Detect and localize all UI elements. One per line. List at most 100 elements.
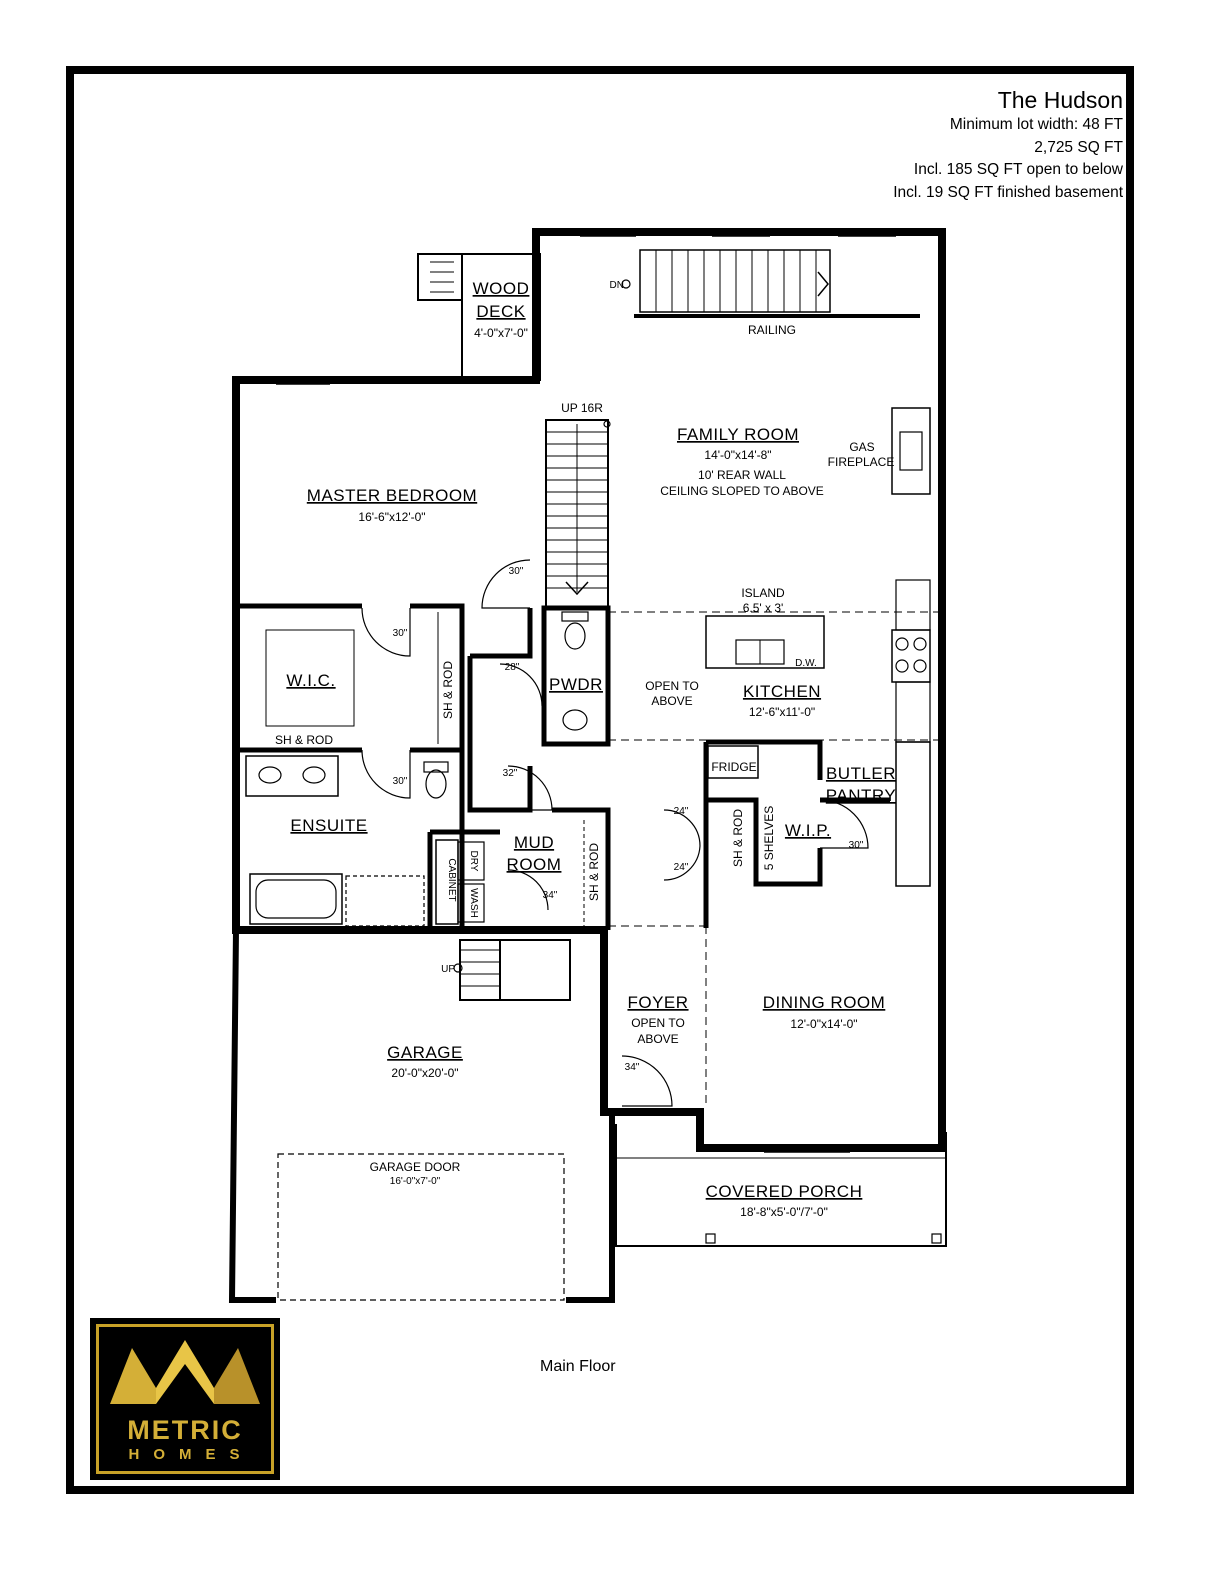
wic-side-shelf-label: SH & ROD [441, 661, 455, 719]
wic-label: W.I.C. [286, 671, 335, 690]
fridge-label: FRIDGE [711, 760, 756, 774]
plan-title: The Hudson [997, 87, 1123, 113]
kitchen-label: KITCHEN [743, 682, 821, 701]
fridge [707, 745, 759, 779]
logo-mark [110, 1340, 260, 1404]
basement-note: Incl. 19 SQ FT finished basement [893, 183, 1123, 201]
square-footage: 2,725 SQ FT [1034, 138, 1123, 156]
foyer-above-label: ABOVE [637, 1032, 678, 1046]
wic-shelving [265, 629, 355, 727]
mud-cabinet [435, 839, 459, 925]
dining-room-label: DINING ROOM [763, 993, 886, 1012]
master-bedroom-label: MASTER BEDROOM [307, 486, 477, 505]
butler-label-2: PANTRY [826, 786, 896, 805]
pwdr-toilet [564, 622, 586, 650]
mud-rod-label: SH & ROD [587, 843, 601, 901]
kitchen-above-label: ABOVE [651, 694, 692, 708]
porch-outline [615, 1124, 947, 1247]
exterior-wall [232, 228, 946, 1152]
logo-word-metric: METRIC [127, 1415, 243, 1445]
foyer-open-label: OPEN TO [631, 1016, 685, 1030]
garage-label: GARAGE [387, 1043, 463, 1062]
floor-caption: Main Floor [540, 1358, 616, 1375]
garage-door-label: GARAGE DOOR [370, 1160, 461, 1174]
door-width-label: 30" [509, 566, 524, 577]
wic-wall [236, 603, 465, 753]
family-room-label: FAMILY ROOM [677, 425, 799, 444]
butler-label-1: BUTLER [826, 764, 896, 783]
family-room-note-1: 10' REAR WALL [698, 468, 786, 482]
wip-rod-label: SH & ROD [731, 809, 745, 867]
master-bedroom-size: 16'-6"x12'-0" [358, 510, 425, 524]
plan-header: The Hudson Minimum lot width: 48 FT 2,72… [893, 86, 1123, 204]
porch-post [931, 1233, 942, 1244]
door-width-label: 30" [393, 628, 408, 639]
dining-room-size: 12'-0"x14'-0" [790, 1017, 857, 1031]
pantry-wall [703, 739, 823, 928]
door-width-label: 24" [674, 806, 689, 817]
washer [457, 883, 485, 923]
washer-label: WASH [468, 888, 479, 918]
rear-stairs [639, 249, 831, 313]
gas-label: GAS [849, 440, 874, 454]
kitchen-open-label: OPEN TO [645, 679, 699, 693]
fireplace-label: FIREPLACE [828, 455, 895, 469]
fireplace [891, 407, 931, 495]
door-width-label: 28" [505, 662, 520, 673]
door-width-label: 30" [393, 776, 408, 787]
open-to-below-note: Incl. 185 SQ FT open to below [913, 161, 1123, 178]
wood-deck-outline [461, 253, 541, 381]
shower [345, 875, 425, 927]
kitchen-size: 12'-6"x11'-0" [749, 705, 815, 719]
wic-shelf-label: SH & ROD [275, 733, 333, 747]
foyer-label: FOYER [627, 993, 688, 1012]
kitchen-island [705, 615, 825, 669]
ensuite-label: ENSUITE [290, 816, 367, 835]
garage-stairs [459, 939, 501, 1001]
family-room-note-2: CEILING SLOPED TO ABOVE [660, 484, 824, 498]
door-width-label: 24" [674, 862, 689, 873]
wip-label: W.I.P. [785, 821, 831, 840]
mud-label-1: MUD [514, 833, 554, 852]
cooktop [891, 629, 931, 683]
butler-counter [895, 741, 931, 887]
garage-door-outline [277, 1153, 565, 1301]
stairs-up-label: UP 16R [561, 401, 603, 415]
garage-wall [228, 929, 615, 1303]
wood-deck-label-2: DECK [476, 302, 525, 321]
lot-width: Minimum lot width: 48 FT [949, 116, 1123, 133]
island-size: 6.5' x 3' [743, 601, 784, 615]
wood-deck-size: 4'-0"x7'-0" [474, 326, 528, 340]
pwdr-sink [562, 709, 588, 731]
porch-post [705, 1233, 716, 1244]
logo-word-homes: HOMES [128, 1446, 254, 1463]
toilet [425, 769, 447, 799]
door-width-label: 30" [849, 840, 864, 851]
bathtub [249, 873, 343, 925]
door-width-label: 34" [625, 1062, 640, 1073]
railing-label: RAILING [748, 323, 796, 337]
garage-door-size: 16'-0"x7'-0" [390, 1176, 441, 1187]
double-vanity [245, 755, 339, 797]
wip-shelves-label: 5 SHELVES [762, 806, 776, 870]
mud-label-2: ROOM [507, 855, 562, 874]
garage-size: 20'-0"x20'-0" [391, 1066, 458, 1080]
cabinet-label: CABINET [446, 858, 457, 901]
covered-porch-size: 18'-8"x5'-0"/7'-0" [740, 1205, 828, 1219]
covered-porch-label: COVERED PORCH [706, 1182, 863, 1201]
pwdr-label: PWDR [549, 675, 603, 694]
wood-deck-label-1: WOOD [473, 279, 530, 298]
deck-stairs [417, 253, 463, 301]
metric-homes-logo: METRIC HOMES [90, 1318, 280, 1480]
dryer-label: DRY [468, 851, 479, 872]
family-room-size: 14'-0"x14'-8" [704, 448, 771, 462]
powder-room-wall [541, 605, 611, 747]
door-width-label: 32" [503, 768, 518, 779]
dishwasher-label: D.W. [795, 658, 817, 669]
dryer [457, 841, 485, 881]
garage-up-label: UP [441, 964, 455, 975]
dn-label: DN [610, 280, 624, 291]
page-border [66, 66, 1134, 1494]
mud-room-wall [427, 807, 611, 930]
